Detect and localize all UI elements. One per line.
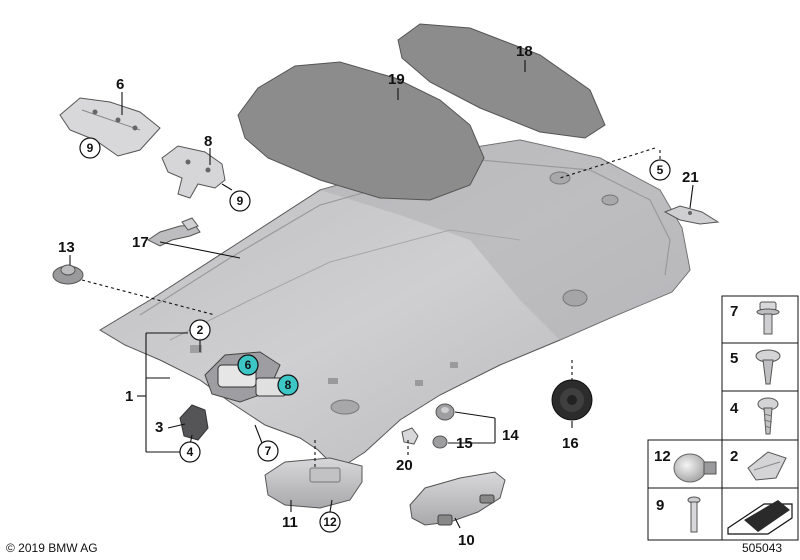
label-4: 4 (187, 445, 194, 459)
holder-3 (179, 404, 209, 441)
clip-20 (401, 427, 419, 445)
clip-14 (435, 403, 455, 421)
label-19: 19 (388, 71, 405, 88)
label-17: 17 (132, 234, 149, 251)
label-18: 18 (516, 43, 533, 60)
label-5: 5 (657, 163, 664, 177)
label-11: 11 (282, 514, 298, 531)
legend-num-9: 9 (656, 497, 664, 514)
label-1: 1 (125, 388, 133, 405)
leader-lines (69, 60, 694, 529)
label-21: 21 (682, 169, 699, 186)
sound-insulation-pad-19 (237, 61, 485, 201)
part-labels: 1 2 3 4 5 6 7 8 9 9 10 11 12 13 14 15 16… (58, 43, 699, 549)
legend-num-12: 12 (654, 448, 671, 465)
clip-2-icon (747, 451, 787, 481)
label-13: 13 (58, 239, 75, 256)
legend-num-4: 4 (730, 400, 739, 417)
label-9-lower: 9 (237, 194, 244, 208)
grab-handle-17 (147, 217, 201, 247)
legend-num-7: 7 (730, 303, 738, 320)
rivet-9-icon (687, 496, 701, 533)
bracket-6 (59, 97, 161, 157)
label-9-upper: 9 (87, 141, 94, 155)
label-10: 10 (458, 532, 475, 549)
label-20: 20 (396, 457, 413, 474)
label-15: 15 (456, 435, 473, 452)
sun-visor-11 (264, 457, 363, 509)
label-7: 7 (265, 444, 272, 458)
label-12: 12 (323, 515, 337, 529)
fastener-legend: 7 5 4 12 2 9 (647, 295, 799, 541)
label-2: 2 (197, 323, 204, 337)
diagram-number: 505043 (742, 541, 782, 555)
sun-visor-10 (409, 471, 506, 526)
legend-num-2: 2 (730, 448, 738, 465)
label-14: 14 (502, 427, 519, 444)
tool-arrow-icon (727, 500, 793, 535)
label-6: 6 (116, 76, 124, 93)
speaker-grille-16 (551, 379, 593, 421)
label-3: 3 (155, 419, 163, 436)
label-8: 8 (204, 133, 212, 150)
callout-circles (237, 354, 299, 396)
label-16: 16 (562, 435, 579, 452)
clip-13 (52, 264, 84, 285)
screw-4-icon (757, 397, 779, 435)
bracket-8 (161, 145, 226, 199)
legend-num-5: 5 (730, 350, 738, 367)
label-circles (79, 137, 671, 533)
callout-label-8: 8 (285, 378, 292, 392)
callout-label-6: 6 (245, 358, 252, 372)
screw-7-icon (756, 301, 780, 335)
cover-21 (663, 205, 720, 225)
sound-insulation-pad-18 (397, 23, 606, 139)
copyright-text: © 2019 BMW AG (6, 541, 98, 555)
clip-5-icon (755, 349, 781, 385)
clip-15 (432, 435, 448, 449)
bulb-12-icon (673, 453, 717, 483)
